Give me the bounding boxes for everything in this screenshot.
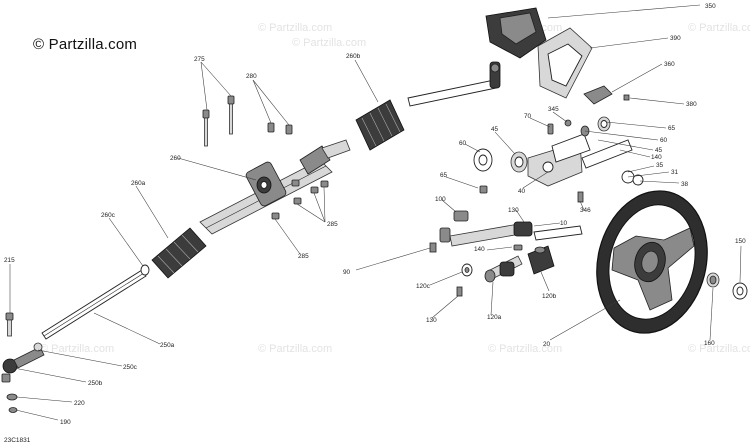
callout-65: 65 [668,125,676,132]
watermark: © Partzilla.com [488,343,562,355]
callout-120b: 120b [542,293,557,300]
callout-260c: 260c [101,212,116,219]
callout-38: 38 [681,181,689,188]
callout-70: 70 [524,113,532,120]
cap-150 [732,282,748,300]
callout-190: 190 [60,419,71,426]
callout-215: 215 [4,257,15,264]
steering-wheel-20 [596,190,708,334]
bolt-130 [456,286,463,297]
callout-250a: 250a [160,342,175,349]
watermark: © Partzilla.com [40,343,114,355]
bolt-280 [267,122,293,135]
brand-watermark: © Partzilla.com [33,36,138,53]
callout-35: 35 [656,162,664,169]
tie-rod-250a [41,269,147,340]
bolt-215 [5,312,14,337]
intermediate-shaft-10 [429,210,583,253]
cap-160 [706,272,720,288]
callout-65: 65 [440,172,448,179]
callout-260a: 260a [131,180,146,187]
callout-140: 140 [651,154,662,161]
callout-60: 60 [459,140,467,147]
callout-40: 40 [518,188,526,195]
watermark: © Partzilla.com [258,343,332,355]
boot-260a [140,227,207,279]
washer-31 [621,170,644,186]
bolt-140 [513,244,523,251]
washer-60 [473,148,493,172]
diagram-code: 23C1831 [4,437,31,444]
callout-350: 350 [705,3,716,10]
callout-260: 260 [170,155,181,162]
bushing-45 [510,151,528,173]
callout-90: 90 [343,269,351,276]
bolt-70 [547,123,554,135]
callout-120a: 120a [487,314,502,321]
callout-60: 60 [660,137,668,144]
callout-140: 140 [474,246,485,253]
callout-100: 100 [435,196,446,203]
column-bracket-40 [527,133,591,187]
tie-rod-right [407,61,501,107]
callout-345: 345 [548,106,559,113]
nut-190 [8,407,18,413]
ball-joint-250b [1,342,45,383]
cover-390 [537,27,593,99]
callout-45: 45 [491,126,499,133]
callout-45: 45 [655,147,663,154]
callout-150: 150 [735,238,746,245]
callout-275: 275 [194,56,205,63]
leader-lines [9,4,742,421]
washer-120c [461,263,473,277]
nut-65 [479,185,488,194]
callout-10: 10 [560,220,568,227]
callout-346: 346 [580,207,591,214]
callout-20: 20 [543,341,551,348]
bolt-346 [577,191,584,203]
nut-285 [271,179,329,220]
lower-shaft-120a [484,255,523,283]
bracket-360 [583,85,630,105]
boot-120b [527,245,555,275]
callout-390: 390 [670,35,681,42]
watermark: © Partzilla.com [688,22,750,34]
callout-285: 285 [327,221,338,228]
rack-housing-260 [199,139,351,235]
callout-220: 220 [74,400,85,407]
watermark: © Partzilla.com [258,22,332,34]
callout-280: 280 [246,73,257,80]
washer-220 [6,393,18,401]
watermark: © Partzilla.com [688,343,750,355]
callout-130: 130 [426,317,437,324]
callout-120c: 120c [416,283,431,290]
callout-130: 130 [508,207,519,214]
callout-380: 380 [686,101,697,108]
callout-250b: 250b [88,380,103,387]
watermark: © Partzilla.com [292,37,366,49]
callout-labels: 350 390 360 380 345 65 60 45 140 35 31 3… [4,3,746,426]
callout-285: 285 [298,253,309,260]
housing-350 [485,7,547,59]
callout-31: 31 [671,169,679,176]
column-tube [580,116,633,169]
callout-360: 360 [664,61,675,68]
callout-260b: 260b [346,53,361,60]
boot-260b [355,99,405,151]
bolt-275 [202,95,235,147]
callout-160: 160 [704,340,715,347]
callout-250c: 250c [123,364,138,371]
